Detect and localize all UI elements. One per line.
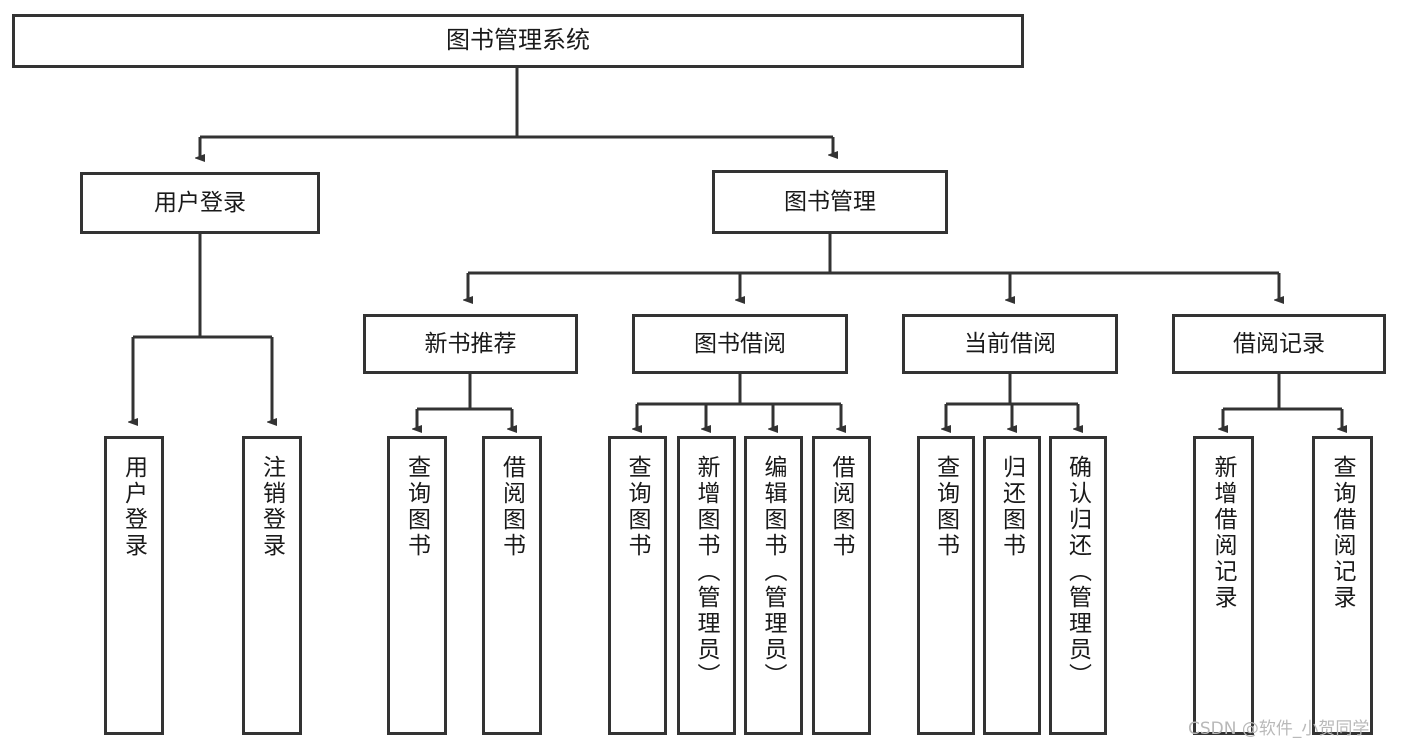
node-label: 新增借阅记录 [1211, 455, 1237, 611]
node-root-system[interactable]: 图书管理系统 [12, 14, 1024, 68]
node-leaf-query-book-2[interactable]: 查询图书 [608, 436, 667, 735]
node-label: 编辑图书（管理员） [761, 455, 787, 689]
node-leaf-add-record[interactable]: 新增借阅记录 [1193, 436, 1254, 735]
node-leaf-borrow-book-2[interactable]: 借阅图书 [812, 436, 871, 735]
node-label: 借阅图书 [829, 455, 855, 559]
node-label: 查询图书 [625, 455, 651, 559]
node-label: 新书推荐 [424, 330, 517, 357]
node-borrow-record[interactable]: 借阅记录 [1172, 314, 1386, 374]
node-leaf-user-login[interactable]: 用户登录 [104, 436, 164, 735]
node-label: 查询图书 [933, 455, 960, 559]
node-user-login[interactable]: 用户登录 [80, 172, 320, 234]
node-label: 注销登录 [259, 455, 286, 559]
node-leaf-borrow-book-1[interactable]: 借阅图书 [482, 436, 542, 735]
node-label: 查询图书 [404, 455, 431, 559]
node-label: 图书借阅 [694, 330, 786, 357]
csdn-watermark: CSDN @软件_小贺同学 [1188, 719, 1370, 739]
node-new-book-recommend[interactable]: 新书推荐 [363, 314, 578, 374]
node-leaf-query-book-1[interactable]: 查询图书 [387, 436, 447, 735]
node-label: 用户登录 [154, 189, 246, 216]
node-leaf-user-logout[interactable]: 注销登录 [242, 436, 302, 735]
node-label: 当前借阅 [964, 330, 1056, 357]
node-book-manage[interactable]: 图书管理 [712, 170, 948, 234]
node-leaf-confirm-return[interactable]: 确认归还（管理员） [1049, 436, 1107, 735]
node-leaf-query-book-3[interactable]: 查询图书 [917, 436, 975, 735]
node-label: 借阅图书 [499, 455, 526, 559]
node-leaf-edit-book[interactable]: 编辑图书（管理员） [744, 436, 803, 735]
node-book-borrow[interactable]: 图书借阅 [632, 314, 848, 374]
node-label: 借阅记录 [1233, 330, 1325, 357]
node-leaf-return-book[interactable]: 归还图书 [983, 436, 1041, 735]
node-current-borrow[interactable]: 当前借阅 [902, 314, 1118, 374]
node-label: 图书管理 [784, 188, 876, 215]
node-label: 新增图书（管理员） [694, 455, 720, 689]
node-leaf-add-book[interactable]: 新增图书（管理员） [677, 436, 736, 735]
node-label: 查询借阅记录 [1330, 455, 1356, 611]
node-label: 图书管理系统 [446, 26, 590, 54]
node-label: 归还图书 [999, 455, 1026, 559]
node-label: 确认归还（管理员） [1065, 455, 1092, 689]
node-leaf-query-record[interactable]: 查询借阅记录 [1312, 436, 1373, 735]
node-label: 用户登录 [121, 455, 148, 559]
